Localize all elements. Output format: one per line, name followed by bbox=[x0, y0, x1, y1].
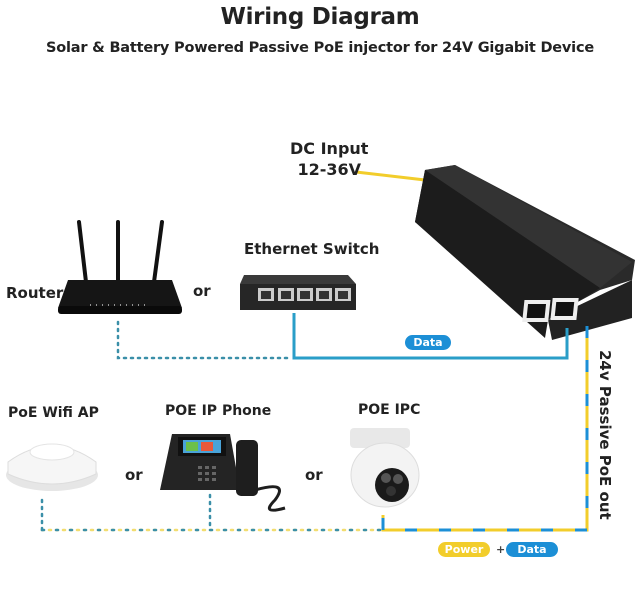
data-badge: Data bbox=[405, 335, 451, 350]
dc-input-cable bbox=[355, 170, 426, 182]
wifi-ap-icon bbox=[6, 443, 98, 491]
router-label: Router bbox=[6, 284, 64, 302]
poe-output-cable bbox=[381, 326, 589, 532]
ip-camera-label: POE IPC bbox=[358, 402, 421, 418]
ip-phone-label: POE IP Phone bbox=[165, 403, 272, 419]
poe-output-label: 24v Passive PoE out bbox=[596, 350, 614, 520]
legend-plus: + bbox=[496, 543, 506, 556]
diagram-title: Wiring Diagram bbox=[220, 4, 420, 30]
router-data-cable bbox=[116, 320, 292, 360]
diagram-subtitle: Solar & Battery Powered Passive PoE inje… bbox=[46, 40, 594, 56]
legend-data-badge: Data bbox=[506, 542, 558, 557]
dc-input-label-line1: DC Input bbox=[290, 139, 369, 158]
ip-phone-icon bbox=[160, 434, 286, 512]
or-label-1: or bbox=[125, 466, 143, 484]
dc-input-label-line2: 12-36V bbox=[297, 160, 361, 179]
or-label-source: or bbox=[193, 282, 211, 300]
wifi-ap-label: PoE Wifi AP bbox=[8, 405, 99, 421]
ip-camera-icon bbox=[350, 428, 420, 508]
ethernet-switch-label: Ethernet Switch bbox=[244, 240, 380, 258]
ethernet-switch-icon bbox=[240, 275, 356, 310]
or-label-2: or bbox=[305, 466, 323, 484]
dc-input-label: DC Input 12-36V bbox=[290, 138, 368, 180]
poe-dotted-branch-cable bbox=[40, 493, 382, 532]
legend-power-badge: Power bbox=[438, 542, 490, 557]
router-icon bbox=[58, 220, 182, 314]
poe-injector-icon bbox=[415, 165, 635, 340]
switch-data-cable bbox=[292, 313, 569, 360]
